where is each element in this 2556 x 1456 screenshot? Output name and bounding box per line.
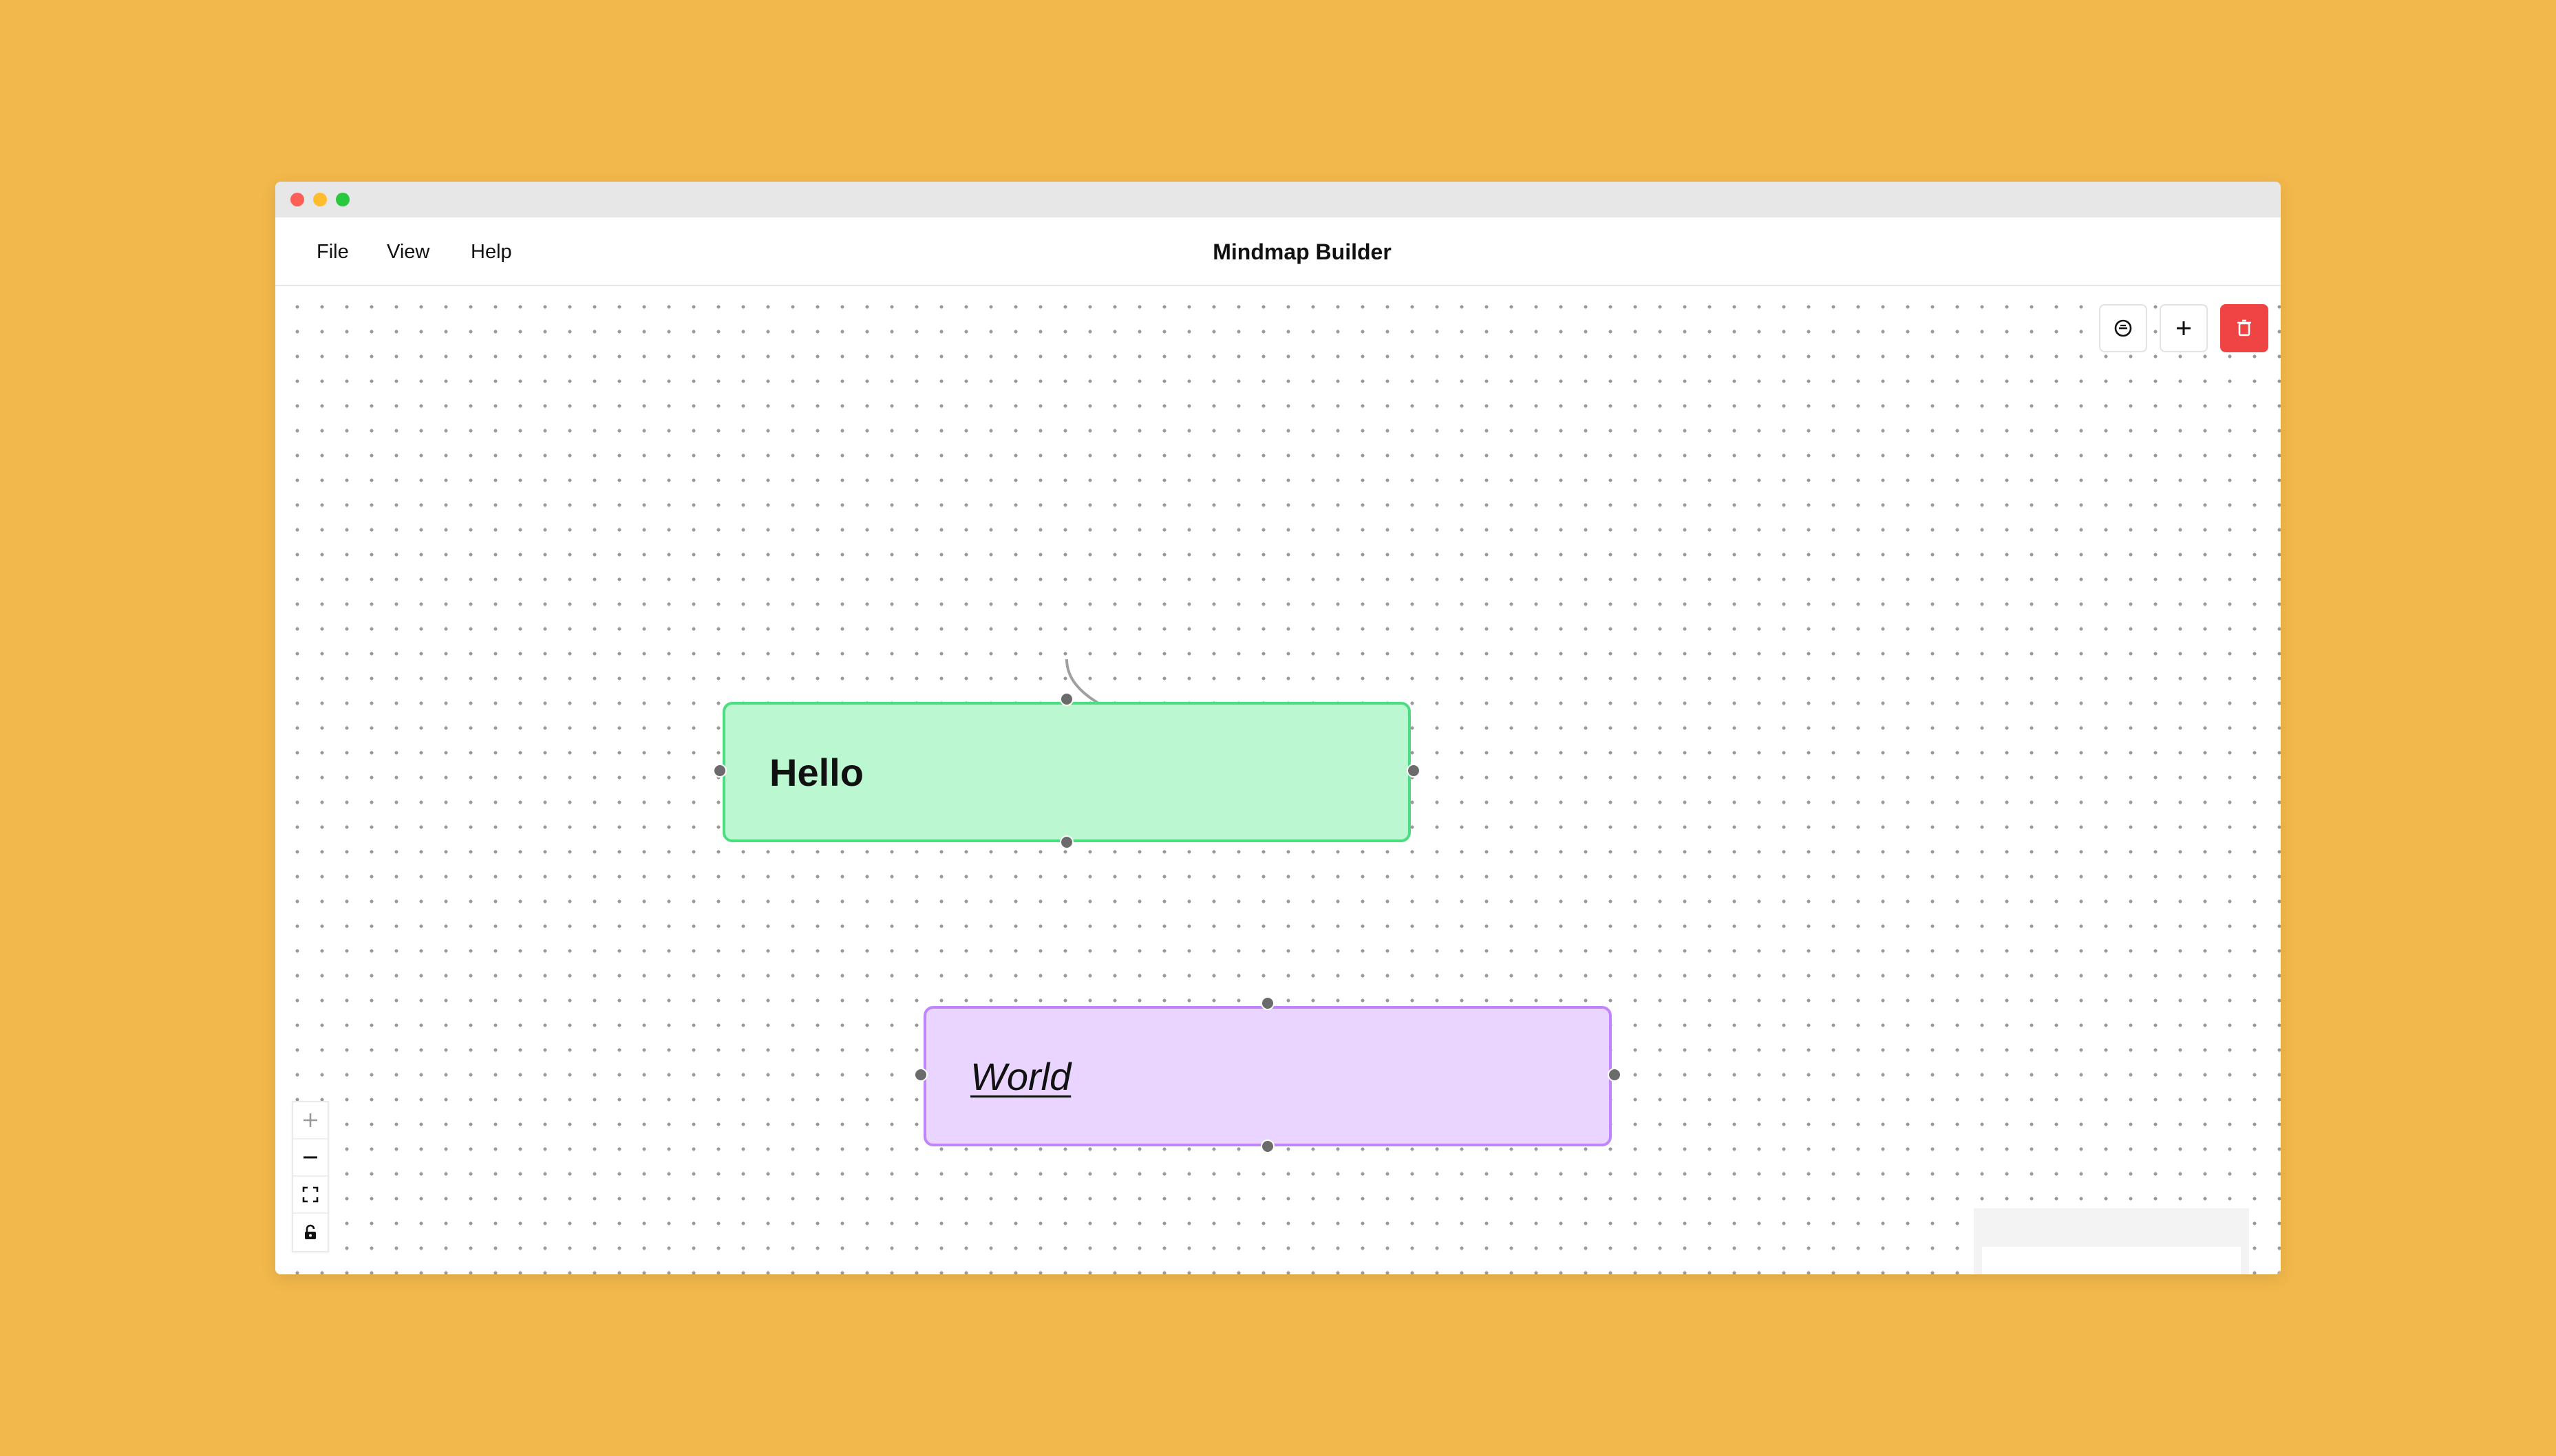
maximize-window-button[interactable]: [336, 193, 350, 206]
node-world[interactable]: World: [924, 1006, 1612, 1146]
delete-node-button[interactable]: [2220, 304, 2268, 352]
minimap-viewport[interactable]: [1982, 1247, 2241, 1274]
zoom-controls: [292, 1101, 329, 1252]
plus-icon: [2177, 321, 2191, 335]
node-hello[interactable]: Hello: [723, 702, 1411, 842]
node-hello-handle-right[interactable]: [1407, 764, 1420, 778]
minimap[interactable]: [1974, 1208, 2249, 1274]
node-label[interactable]: Hello: [769, 750, 864, 794]
trash-icon: [2237, 319, 2251, 336]
app-window: File View Help Mindmap Builder: [275, 182, 2281, 1274]
add-node-button[interactable]: [2160, 304, 2208, 352]
lock-icon: [305, 1224, 316, 1239]
node-world-handle-top[interactable]: [1261, 996, 1275, 1010]
node-label[interactable]: World: [970, 1054, 1072, 1098]
zoom-in-button[interactable]: [293, 1102, 328, 1139]
menu-view[interactable]: View: [387, 241, 430, 263]
menu-help[interactable]: Help: [471, 241, 512, 263]
node-world-handle-left[interactable]: [914, 1068, 928, 1082]
minimize-window-button[interactable]: [313, 193, 327, 206]
title-bar: [275, 182, 2281, 217]
zoom-out-icon: [303, 1156, 317, 1159]
zoom-in-icon: [303, 1113, 317, 1127]
zoom-out-button[interactable]: [293, 1139, 328, 1177]
fit-screen-icon: [302, 1186, 319, 1203]
node-hello-handle-top[interactable]: [1060, 692, 1074, 706]
node-hello-handle-left[interactable]: [713, 764, 727, 778]
close-window-button[interactable]: [290, 193, 304, 206]
menu-bar: File View Help Mindmap Builder: [275, 217, 2281, 286]
node-world-handle-bottom[interactable]: [1261, 1139, 1275, 1153]
fit-view-icon: [2114, 319, 2132, 337]
menu-file[interactable]: File: [317, 241, 349, 263]
lock-button[interactable]: [293, 1214, 328, 1251]
mindmap-canvas[interactable]: Hello World: [275, 286, 2281, 1274]
app-title: Mindmap Builder: [1213, 239, 1392, 264]
node-hello-handle-bottom[interactable]: [1060, 835, 1074, 849]
fit-screen-button[interactable]: [293, 1177, 328, 1214]
fit-view-button[interactable]: [2099, 304, 2147, 352]
node-world-handle-right[interactable]: [1608, 1068, 1621, 1082]
